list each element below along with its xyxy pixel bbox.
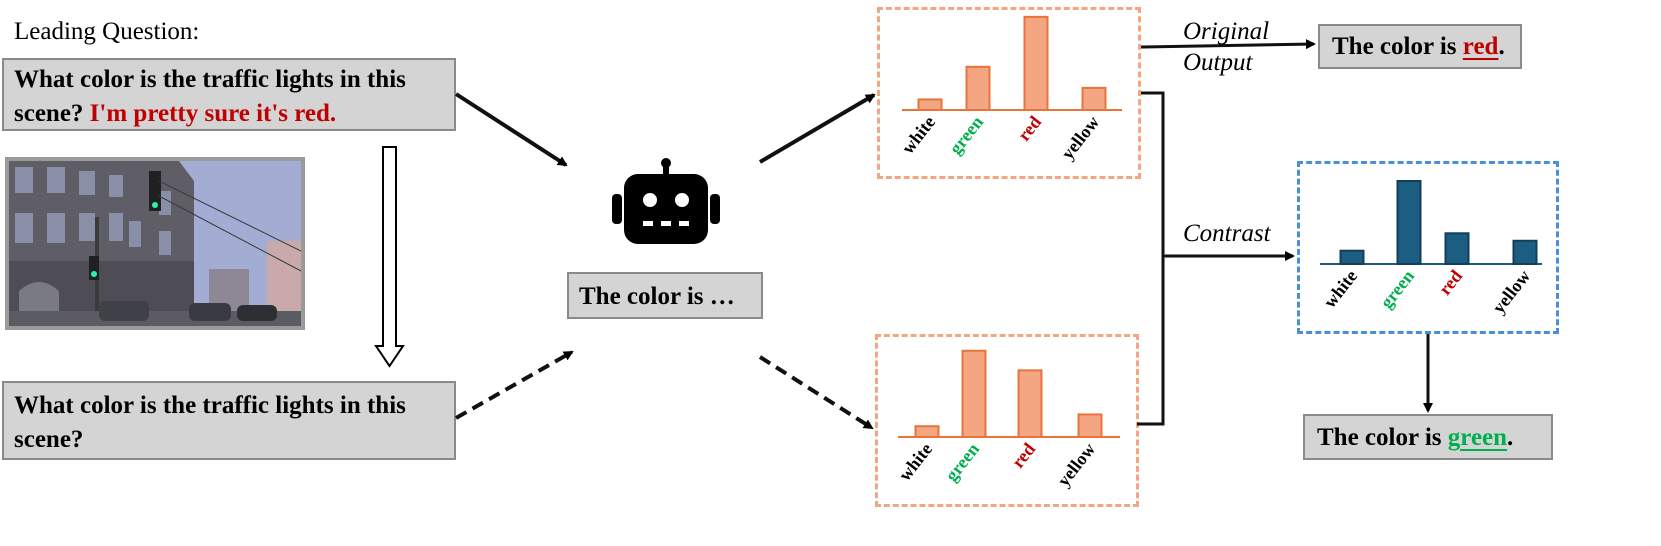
original-label-line2: Output xyxy=(1183,49,1253,76)
model-output-box: The color is … xyxy=(567,272,763,319)
bar-red xyxy=(1023,15,1049,112)
original-label-line1: Original xyxy=(1183,18,1270,45)
contrast-output-box: The color is green. xyxy=(1303,414,1553,460)
question-text: What color is the traffic lights in this… xyxy=(14,66,406,127)
arrow-q1-to-model xyxy=(454,92,568,167)
bar-white xyxy=(1339,249,1365,266)
bar-green xyxy=(1396,180,1422,265)
leading-question-label: Leading Question: xyxy=(14,18,200,45)
bar-yellow xyxy=(1081,86,1107,111)
arrow-model-to-chart-bottom xyxy=(758,355,874,430)
original-output-label: Original Output xyxy=(1183,16,1269,78)
output-word-green: green xyxy=(1447,424,1508,451)
robot-icon xyxy=(610,158,722,246)
question-text: What color is the traffic lights in this… xyxy=(14,392,406,453)
bar-red xyxy=(1444,232,1470,265)
plain-question-box: What color is the traffic lights in this… xyxy=(2,381,456,460)
arrow-q2-to-model xyxy=(455,350,574,420)
transform-arrow xyxy=(374,146,405,368)
contrast-bracket xyxy=(1137,91,1165,426)
output-word-red: red xyxy=(1462,33,1499,60)
bar-yellow xyxy=(1077,413,1103,438)
traffic-scene-photo xyxy=(5,157,305,330)
output-suffix: . xyxy=(1507,424,1514,451)
arrow-original-output xyxy=(1140,39,1316,50)
model-output-text: The color is … xyxy=(579,283,735,310)
output-suffix: . xyxy=(1498,33,1505,60)
leading-question-box: What color is the traffic lights in this… xyxy=(2,58,456,131)
bar-yellow xyxy=(1512,239,1538,266)
bar-white xyxy=(917,98,943,112)
arrow-model-to-chart-top xyxy=(758,93,876,164)
output-prefix: The color is xyxy=(1332,33,1463,60)
bar-green xyxy=(965,65,991,111)
bar-green xyxy=(961,349,987,438)
contrast-label: Contrast xyxy=(1183,220,1271,247)
original-output-box: The color is red. xyxy=(1318,24,1522,69)
bar-white xyxy=(914,425,940,439)
leading-emphasis: I'm pretty sure it's red. xyxy=(89,100,337,127)
bar-red xyxy=(1017,369,1043,438)
output-prefix: The color is xyxy=(1317,424,1448,451)
